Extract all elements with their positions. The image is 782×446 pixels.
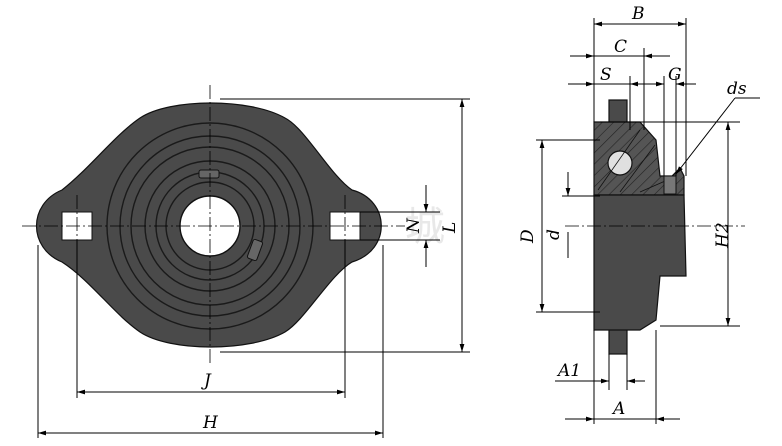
label-j: J (201, 371, 212, 391)
bearing-ball (607, 150, 633, 176)
label-a: A (611, 399, 625, 419)
hatch-line-2 (619, 144, 656, 193)
label-c: C (614, 37, 627, 57)
label-b: B (631, 4, 645, 24)
set-screw-top (198, 169, 220, 179)
hatch-line-1 (597, 129, 641, 191)
label-h: H (202, 413, 219, 433)
label-ds: ds (727, 79, 747, 99)
set-screw-right (246, 238, 264, 262)
label-s: S (600, 65, 612, 85)
side-view: B C S G ds D d H2 (518, 4, 760, 424)
label-a1: A1 (556, 361, 581, 381)
front-view: J H L N (22, 85, 470, 438)
label-d-bore: d (544, 229, 564, 240)
side-collar (593, 194, 687, 331)
label-l: L (440, 222, 460, 234)
label-d-outer: D (518, 229, 538, 244)
label-n: N (404, 217, 424, 234)
label-g: G (668, 65, 682, 85)
side-set-screw (663, 175, 677, 195)
leader-ds (675, 97, 736, 175)
label-h2: H2 (713, 222, 733, 249)
